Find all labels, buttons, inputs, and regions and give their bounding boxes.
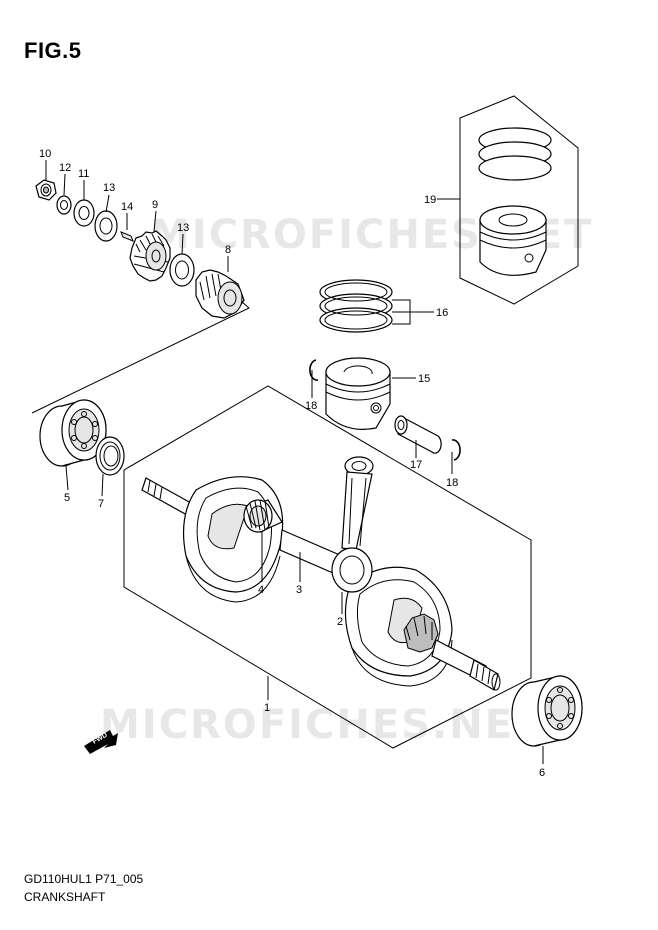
key-part-14 (120, 231, 134, 242)
washer-part-11 (73, 199, 95, 227)
callout-7: 7 (98, 498, 104, 510)
circlip-part-18-upper (309, 359, 319, 381)
callout-13-lower: 13 (177, 222, 189, 234)
callout-11: 11 (78, 168, 89, 180)
callout-13-upper: 13 (103, 182, 115, 194)
circlip-part-18-lower (451, 439, 461, 461)
washer-part-12 (56, 195, 72, 215)
nut-part-10 (35, 179, 57, 201)
needle-bearing-part-4 (243, 499, 283, 533)
callout-8: 8 (225, 244, 231, 256)
callout-9: 9 (152, 199, 158, 211)
washer-part-13-lower (169, 253, 195, 287)
callout-3: 3 (296, 584, 302, 596)
gear-part-8 (195, 269, 245, 319)
callout-17: 17 (410, 459, 422, 471)
callout-1: 1 (264, 702, 270, 714)
washer-part-13-upper (94, 210, 118, 242)
callout-18-upper: 18 (305, 400, 317, 412)
bearing-part-5 (39, 399, 107, 467)
diagram-name: CRANKSHAFT (24, 890, 106, 904)
callout-6: 6 (539, 767, 545, 779)
watermark-bottom: MICROFICHES.NET (100, 702, 543, 748)
crankshaft-box (123, 385, 532, 749)
callout-10: 10 (39, 148, 51, 160)
callout-14: 14 (121, 201, 133, 213)
leader-lines (45, 160, 544, 764)
piston-set-box (459, 95, 579, 305)
piston-rings-part-16 (319, 279, 393, 333)
piston-set-part-19 (478, 127, 552, 276)
piston-part-15 (325, 357, 391, 430)
crankshaft-part-1 (141, 476, 501, 691)
callout-19: 19 (424, 194, 436, 206)
callout-5: 5 (64, 492, 70, 504)
figure-title: FIG.5 (24, 38, 82, 63)
callout-4: 4 (258, 584, 264, 596)
connecting-rod-part-2 (331, 456, 374, 593)
seal-part-7 (95, 436, 125, 476)
diagram-code: GD110HUL1 P71_005 (24, 872, 144, 886)
callout-18-lower: 18 (446, 477, 458, 489)
piston-pin-part-17 (394, 415, 442, 454)
callout-16: 16 (436, 307, 448, 319)
callout-2: 2 (337, 616, 343, 628)
bearing-part-6 (511, 675, 583, 747)
gear-part-9 (129, 230, 171, 282)
callout-15: 15 (418, 373, 430, 385)
callout-12: 12 (59, 162, 71, 174)
